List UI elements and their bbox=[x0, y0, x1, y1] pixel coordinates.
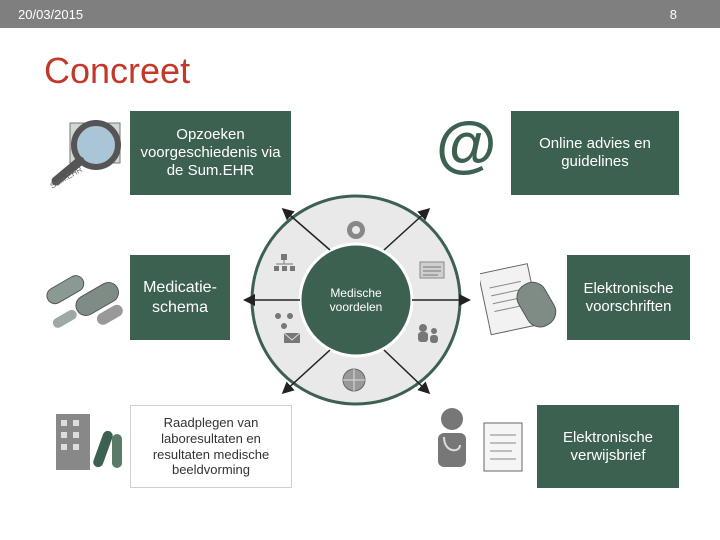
box-mid-right-text: Elektronische voorschriften bbox=[583, 279, 674, 315]
box-bottom-left: Raadplegen van laboresultaten en resulta… bbox=[130, 405, 292, 488]
center-label-text: Medische voordelen bbox=[329, 285, 383, 314]
box-bottom-left-text: Raadplegen van laboresultaten en resulta… bbox=[152, 415, 270, 478]
box-top-left-text: Opzoeken voorgeschiedenis via de Sum.EHR bbox=[140, 126, 281, 179]
globe-icon bbox=[342, 368, 366, 392]
network-icon bbox=[275, 313, 293, 329]
arrow-top-left bbox=[281, 208, 331, 251]
box-top-right: Online advies en guidelines bbox=[511, 111, 679, 195]
box-mid-left: Medicatie-schema bbox=[130, 255, 230, 340]
at-symbol-icon: @ bbox=[436, 110, 497, 179]
box-bottom-right: Elektronische verwijsbrief bbox=[537, 405, 679, 488]
doctor-letter-icon bbox=[438, 408, 523, 472]
slide-date: 20/03/2015 bbox=[18, 7, 84, 22]
box-top-right-text: Online advies en guidelines bbox=[539, 135, 651, 170]
arrow-bottom-left bbox=[281, 349, 331, 395]
box-mid-left-text: Medicatie-schema bbox=[143, 279, 217, 316]
center-label: Medische voordelen bbox=[306, 280, 406, 320]
box-bottom-right-text: Elektronische verwijsbrief bbox=[562, 428, 654, 464]
slide-title: Concreet bbox=[44, 50, 191, 91]
box-top-left: Opzoeken voorgeschiedenis via de Sum.EHR bbox=[130, 111, 291, 195]
people-icon bbox=[418, 324, 438, 343]
mail-icon bbox=[283, 332, 301, 343]
slide-number: 8 bbox=[669, 7, 677, 22]
gear-icon bbox=[347, 221, 365, 239]
document-icon bbox=[419, 261, 445, 279]
magnifier-ehr-icon: Sum.EHR bbox=[49, 120, 121, 190]
arrow-top-right bbox=[383, 207, 431, 251]
lab-building-icon bbox=[56, 414, 122, 470]
arrow-bottom-right bbox=[383, 349, 431, 395]
org-chart-icon bbox=[274, 254, 295, 271]
top-bar: 20/03/2015 8 bbox=[0, 0, 720, 28]
prescription-icon bbox=[480, 263, 557, 336]
pills-icon bbox=[46, 275, 123, 328]
box-mid-right: Elektronische voorschriften bbox=[567, 255, 690, 340]
